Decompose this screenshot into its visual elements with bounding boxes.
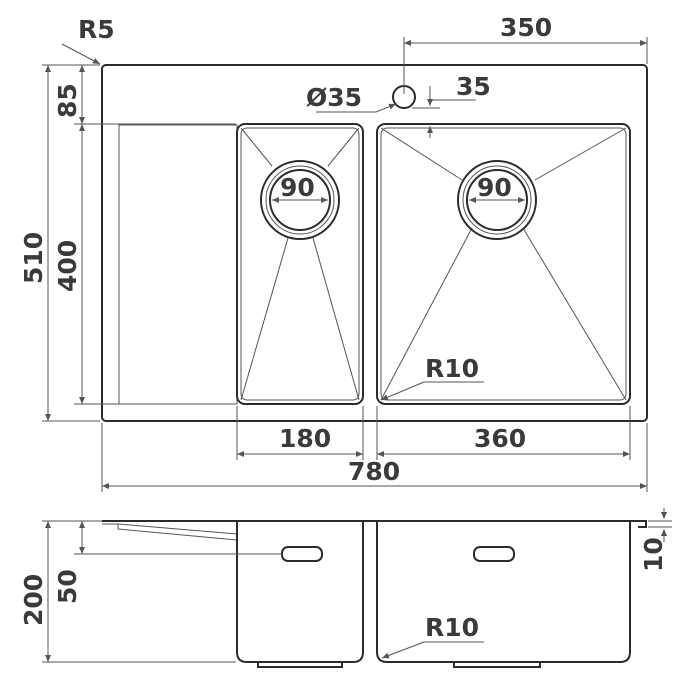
- right-bowl: [376, 123, 631, 405]
- left-bowl-slope: [312, 237, 360, 401]
- left-bowl: [236, 123, 364, 405]
- label-height-400: 400: [53, 240, 82, 292]
- left-drain-core: [269, 169, 331, 231]
- side-view: [102, 520, 647, 668]
- top-view-dimensions: [42, 37, 648, 492]
- label-width-780: 780: [348, 457, 400, 486]
- label-rim-10: 10: [639, 537, 668, 572]
- left-bowl-inner: [240, 127, 360, 401]
- label-height-510: 510: [19, 232, 48, 284]
- label-height-85: 85: [53, 83, 82, 118]
- right-overflow-slot: [473, 546, 515, 562]
- label-depth-50: 50: [53, 569, 82, 604]
- label-tap-hole-diameter: Ø35: [306, 83, 362, 112]
- left-bowl-slope: [240, 237, 289, 401]
- drainboard-profile: [102, 523, 238, 541]
- left-bowl-slope: [240, 127, 273, 167]
- drainboard-lip: [117, 523, 238, 535]
- label-offset-35: 35: [456, 72, 491, 101]
- label-r5: R5: [78, 15, 115, 44]
- label-depth-200: 200: [19, 574, 48, 626]
- right-bowl-profile: [376, 521, 631, 663]
- label-radius-top: R10: [425, 354, 479, 383]
- right-drain-core: [466, 169, 528, 231]
- left-overflow-slot: [281, 546, 323, 562]
- rim-profile: [102, 520, 647, 528]
- right-drain: [457, 160, 537, 240]
- dimension-labels: R5 350 Ø35 35 85 510 400 90 90 R10 180 3…: [19, 13, 668, 642]
- label-width-360: 360: [474, 424, 526, 453]
- left-bowl-profile: [236, 521, 364, 663]
- right-bowl-slope: [380, 127, 463, 181]
- label-radius-side: R10: [425, 613, 479, 642]
- left-bowl-slope: [327, 127, 360, 167]
- right-drain-inner: [462, 165, 532, 235]
- top-view: [101, 64, 648, 422]
- right-bowl-inner: [380, 127, 627, 401]
- right-bowl-slope: [380, 227, 473, 401]
- label-drain-left: 90: [280, 173, 315, 202]
- right-bowl-slope: [534, 127, 627, 181]
- left-bowl-base: [257, 662, 343, 668]
- side-view-dimensions: [42, 508, 672, 663]
- left-drain-inner: [265, 165, 335, 235]
- label-width-180: 180: [279, 424, 331, 453]
- label-width-350: 350: [500, 13, 552, 42]
- label-drain-right: 90: [477, 173, 512, 202]
- sink-outline: [101, 64, 648, 422]
- drainboard-area: [118, 124, 238, 405]
- left-drain: [260, 160, 340, 240]
- right-bowl-base: [453, 662, 541, 668]
- right-bowl-slope: [522, 227, 627, 401]
